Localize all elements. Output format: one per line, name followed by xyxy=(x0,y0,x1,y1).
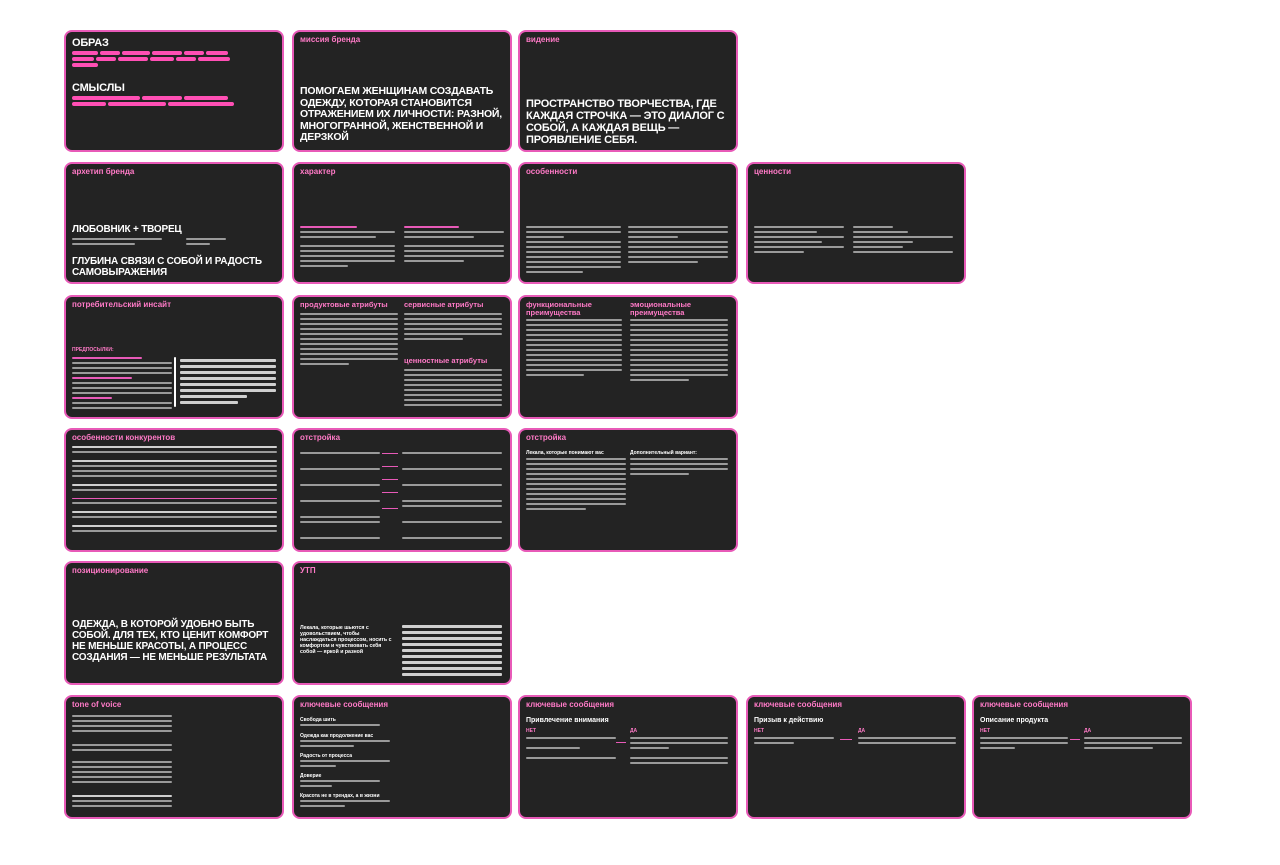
messages-4-no: НЕТ xyxy=(980,728,990,734)
service-attributes-title: сервисные атрибуты xyxy=(404,300,484,309)
card-key-messages-4: ключевые сообщения Описание продукта НЕТ… xyxy=(972,695,1192,819)
card-advantages: функциональные преимущества эмоциональны… xyxy=(518,295,738,419)
card-competitors: особенности конкурентов xyxy=(64,428,284,552)
card-values: ценности xyxy=(746,162,966,284)
value-attributes-title: ценностные атрибуты xyxy=(404,356,488,365)
insight-title: потребительский инсайт xyxy=(72,300,171,309)
message-heading-2: Одежда как продолжение вас xyxy=(300,733,374,739)
messages-3-no: НЕТ xyxy=(754,728,764,734)
detachment-title: отстройка xyxy=(300,433,341,442)
detachment-2-right: Дополнительный вариант: xyxy=(630,450,697,456)
message-heading-3: Радость от процесса xyxy=(300,753,352,759)
vision-statement: ПРОСТРАНСТВО ТВОРЧЕСТВА, ГДЕ КАЖДАЯ СТРО… xyxy=(526,98,725,146)
card-detachment-1: отстройка xyxy=(292,428,512,552)
messages-4-heading: Описание продукта xyxy=(980,717,1049,724)
character-title: характер xyxy=(300,167,336,176)
card-key-messages-2: ключевые сообщения Привлечение внимания … xyxy=(518,695,738,819)
messages-3-heading: Призыв к действию xyxy=(754,717,824,724)
features-title: особенности xyxy=(526,167,578,176)
messages-2-no: НЕТ xyxy=(526,728,536,734)
detachment-2-title: отстройка xyxy=(526,433,567,442)
message-heading-1: Свобода шить xyxy=(300,717,336,723)
messages-2-title: ключевые сообщения xyxy=(526,700,615,709)
functional-advantages-title: функциональные преимущества xyxy=(526,300,592,317)
emotional-advantages-title: эмоциональные преимущества xyxy=(630,300,692,317)
detachment-2-left: Лекала, которые понимают вас xyxy=(526,450,604,456)
product-attributes-title: продуктовые атрибуты xyxy=(300,300,388,309)
messages-2-heading: Привлечение внимания xyxy=(526,717,609,724)
archetype-statement: ГЛУБИНА СВЯЗИ С СОБОЙ И РАДОСТЬ САМОВЫРА… xyxy=(72,256,262,278)
card-archetype: архетип бренда ЛЮБОВНИК + ТВОРЕЦ ГЛУБИНА… xyxy=(64,162,284,284)
mission-statement: ПОМОГАЕМ ЖЕНЩИНАМ СОЗДАВАТЬ ОДЕЖДУ, КОТО… xyxy=(300,85,502,143)
message-heading-4: Доверие xyxy=(300,773,322,779)
card-key-messages-3: ключевые сообщения Призыв к действию НЕТ… xyxy=(746,695,966,819)
insight-prereq: ПРЕДПОСЫЛКИ: xyxy=(72,347,114,353)
card-vision: видение ПРОСТРАНСТВО ТВОРЧЕСТВА, ГДЕ КАЖ… xyxy=(518,30,738,152)
messages-3-title: ключевые сообщения xyxy=(754,700,843,709)
card-attributes: продуктовые атрибуты сервисные атрибуты … xyxy=(292,295,512,419)
messages-3-yes: ДА xyxy=(858,728,866,734)
card-character: характер xyxy=(292,162,512,284)
card-detachment-2: отстройка Лекала, которые понимают вас Д… xyxy=(518,428,738,552)
positioning-statement: ОДЕЖДА, В КОТОРОЙ УДОБНО БЫТЬ СОБОЙ. ДЛЯ… xyxy=(72,619,269,663)
card-tone-of-voice: tone of voice xyxy=(64,695,284,819)
card-features: особенности xyxy=(518,162,738,284)
message-heading-5: Красота не в трендах, а в жизни xyxy=(300,793,380,799)
messages-1-title: ключевые сообщения xyxy=(300,700,389,709)
card-image: ОБРАЗ СМЫСЛЫ xyxy=(64,30,284,152)
values-title: ценности xyxy=(754,167,792,176)
tone-title: tone of voice xyxy=(72,700,122,709)
mission-title: миссия бренда xyxy=(300,35,361,44)
card-insight: потребительский инсайт ПРЕДПОСЫЛКИ: xyxy=(64,295,284,419)
meanings-heading: СМЫСЛЫ xyxy=(72,82,125,94)
card-utp: УТП Лекала, которые шьются с удовольстви… xyxy=(292,561,512,685)
archetype-heading: ЛЮБОВНИК + ТВОРЕЦ xyxy=(72,224,182,235)
messages-4-title: ключевые сообщения xyxy=(980,700,1069,709)
positioning-title: позиционирование xyxy=(72,566,149,575)
meaning-tags xyxy=(72,96,242,106)
image-tags xyxy=(72,51,237,67)
card-mission: миссия бренда ПОМОГАЕМ ЖЕНЩИНАМ СОЗДАВАТ… xyxy=(292,30,512,152)
messages-4-yes: ДА xyxy=(1084,728,1092,734)
card-positioning: позиционирование ОДЕЖДА, В КОТОРОЙ УДОБН… xyxy=(64,561,284,685)
image-heading: ОБРАЗ xyxy=(72,37,109,49)
messages-2-yes: ДА xyxy=(630,728,638,734)
vision-title: видение xyxy=(526,35,560,44)
competitors-title: особенности конкурентов xyxy=(72,433,176,442)
archetype-title: архетип бренда xyxy=(72,167,135,176)
card-key-messages-1: ключевые сообщения Свобода шить Одежда к… xyxy=(292,695,512,819)
utp-title: УТП xyxy=(300,566,316,575)
utp-left: Лекала, которые шьются с удовольствием, … xyxy=(300,625,392,655)
